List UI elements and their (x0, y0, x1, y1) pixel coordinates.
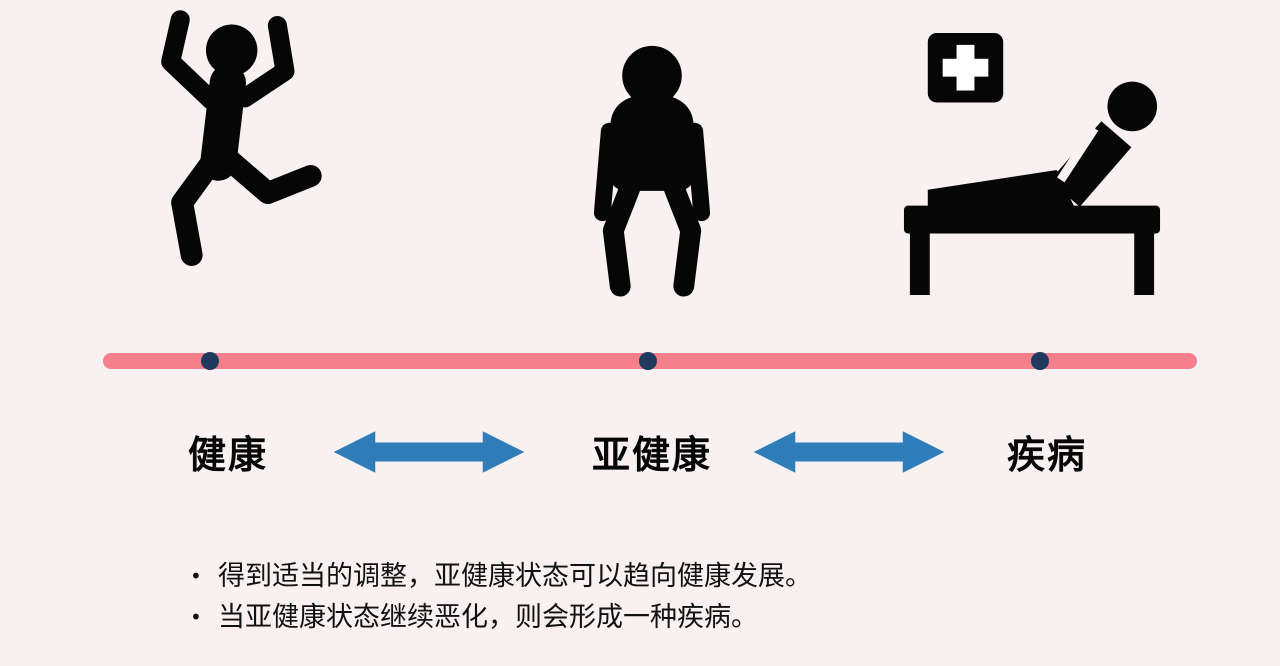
note-item: • 当亚健康状态继续恶化，则会形成一种疾病。 (190, 597, 812, 638)
notes-list: • 得到适当的调整，亚健康状态可以趋向健康发展。 • 当亚健康状态继续恶化，则会… (190, 556, 812, 638)
stage-label-subhealth: 亚健康 (591, 433, 713, 477)
spectrum-dot-healthy (201, 352, 219, 370)
jumping-person-icon (125, 4, 325, 306)
bullet-dot: • (190, 564, 202, 588)
note-text: 当亚健康状态继续恶化，则会形成一种疾病。 (218, 602, 758, 633)
spectrum-dot-subhealth (639, 352, 657, 370)
patient-in-bed-icon (898, 22, 1166, 304)
slouched-person-icon (572, 26, 732, 304)
note-text: 得到适当的调整，亚健康状态可以趋向健康发展。 (218, 561, 812, 592)
double-arrow-icon (740, 426, 958, 478)
note-item: • 得到适当的调整，亚健康状态可以趋向健康发展。 (190, 556, 812, 597)
spectrum-dot-disease (1031, 352, 1049, 370)
double-arrow-icon (320, 426, 538, 478)
bullet-dot: • (190, 605, 202, 629)
stage-label-disease: 疾病 (1006, 433, 1088, 477)
stage-label-healthy: 健康 (187, 433, 269, 477)
